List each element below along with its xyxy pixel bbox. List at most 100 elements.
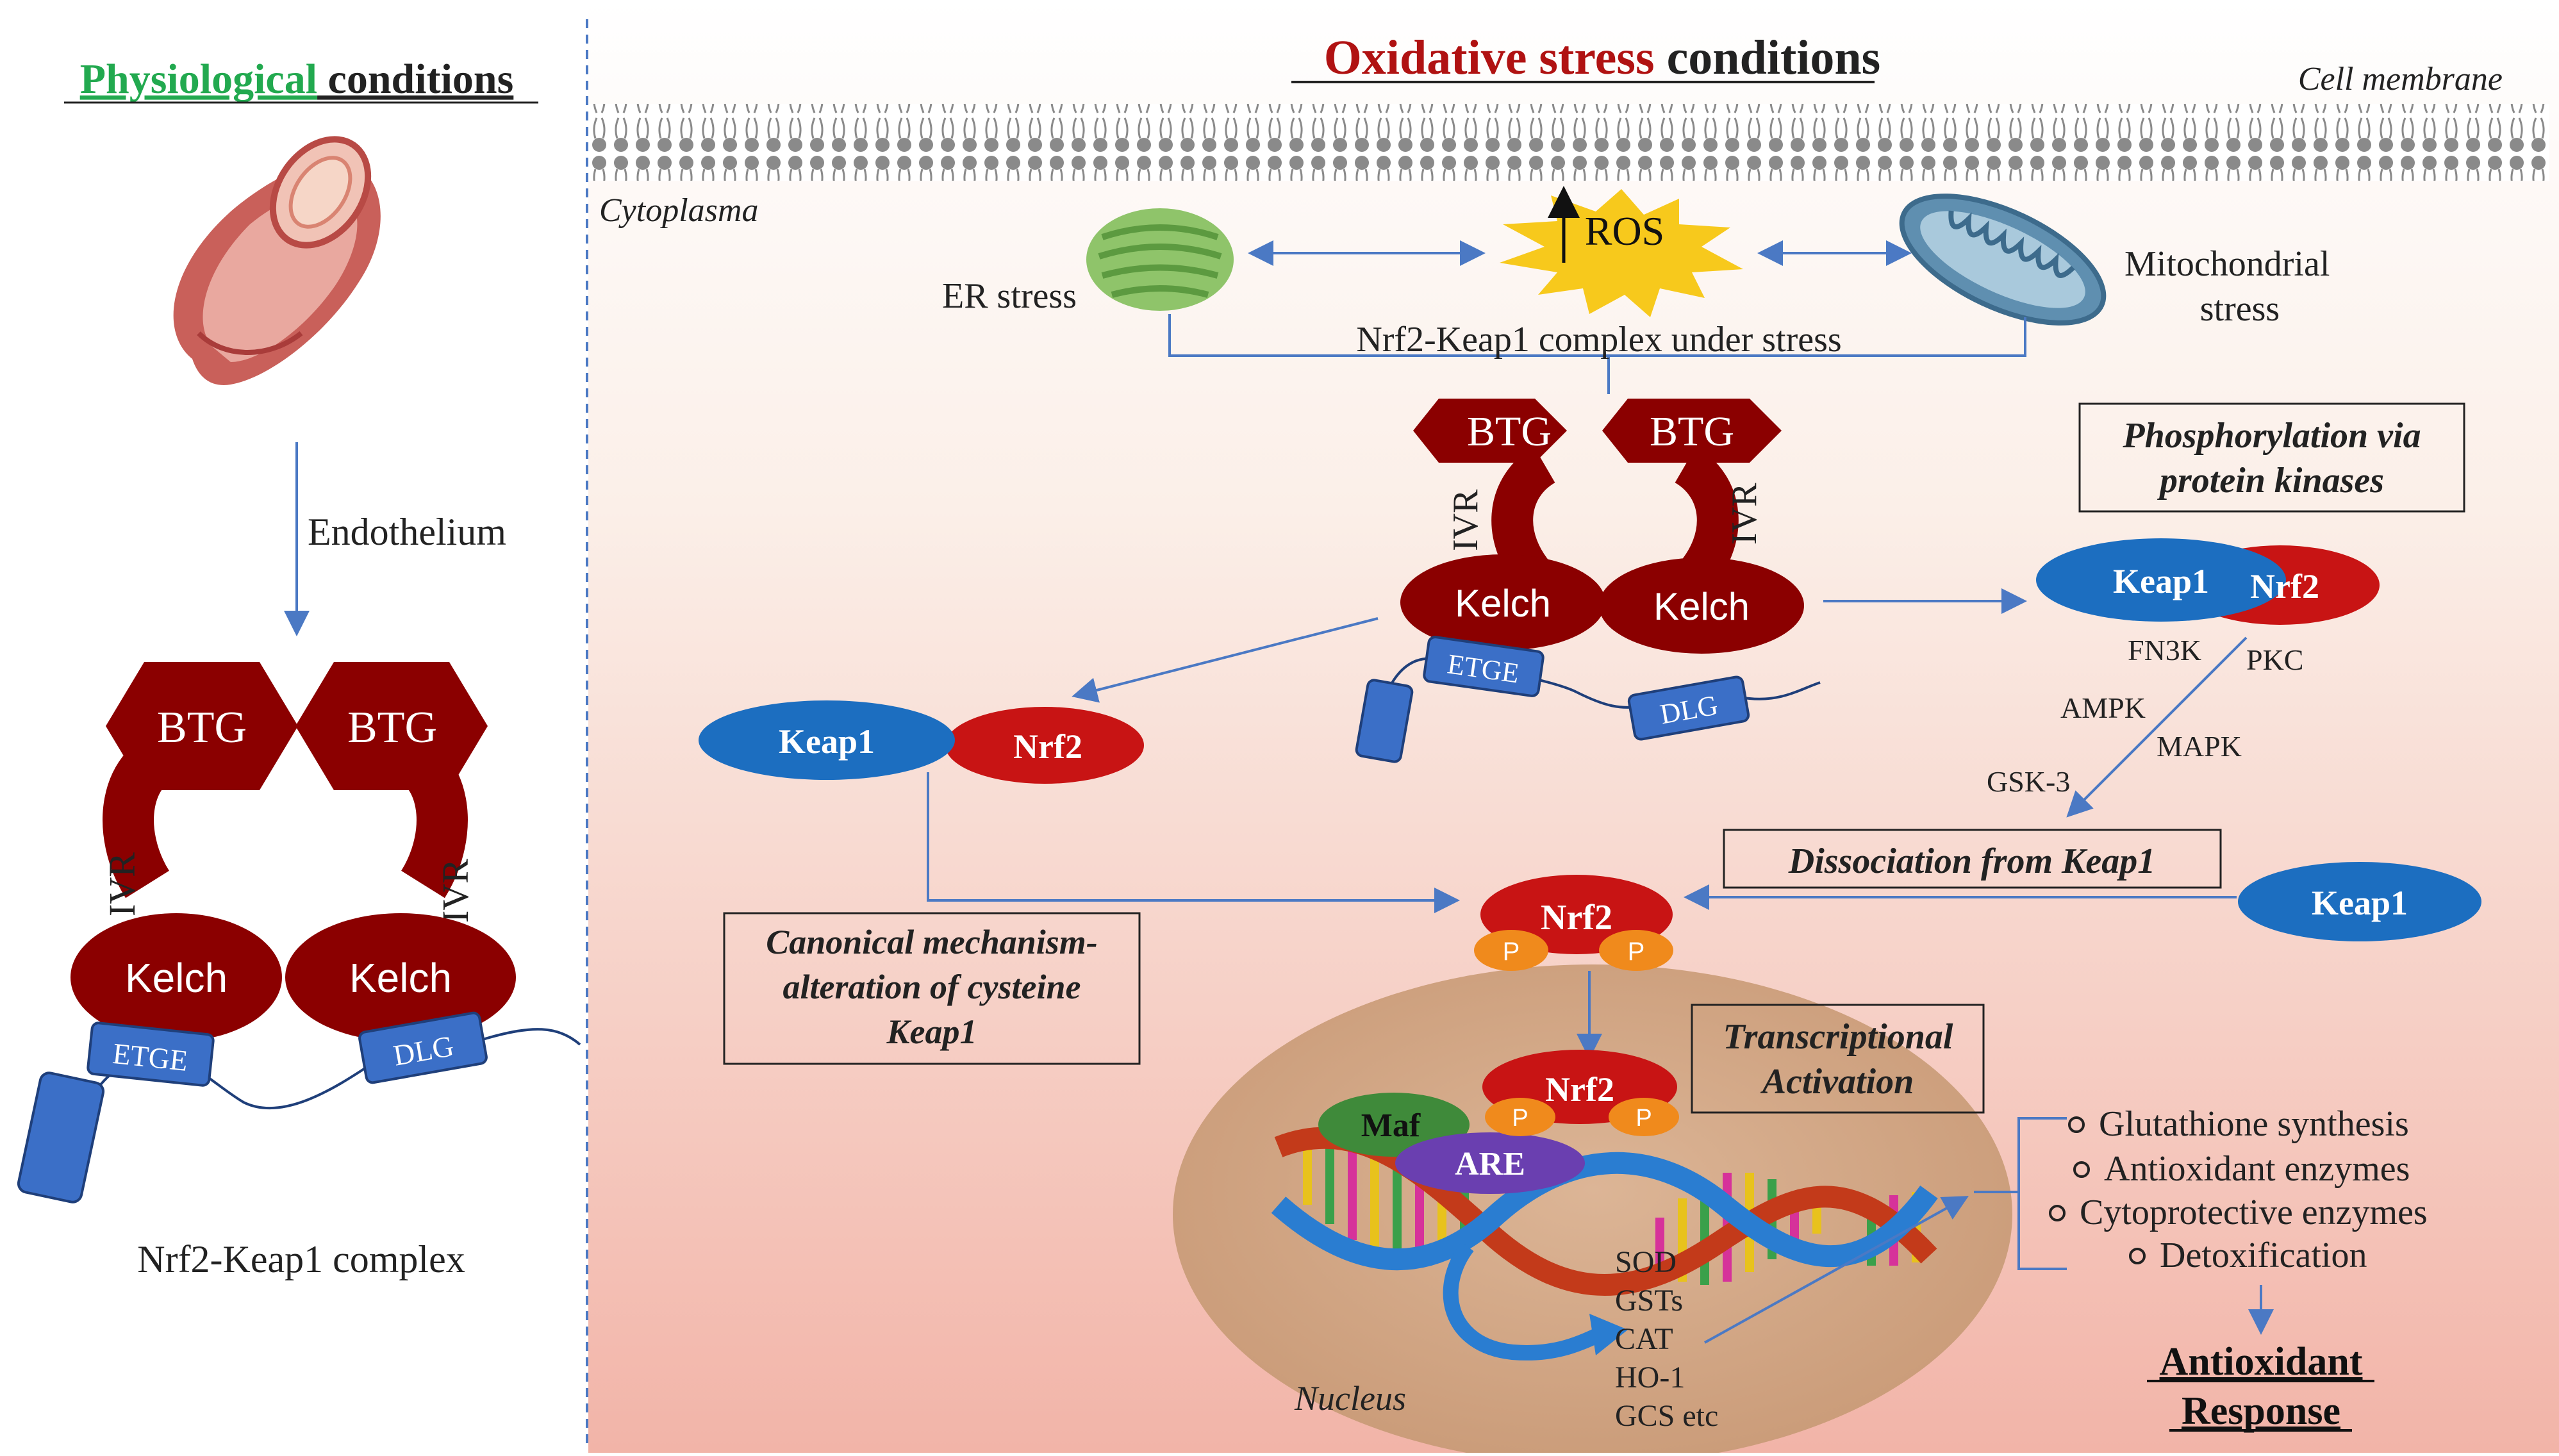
nuclear-nrf2-phospho-left-label: P (1512, 1105, 1528, 1132)
are-label: ARE (1455, 1146, 1525, 1182)
outcomes-list: Glutathione synthesis Antioxidant enzyme… (2049, 1104, 2428, 1275)
free-keap1-oval (2238, 862, 2481, 941)
complex-under-stress-label: Nrf2-Keap1 complex under stress (1356, 320, 1841, 360)
phosphorylation-box-line1: Phosphorylation via (2122, 416, 2421, 456)
to-canonical-arrow (1072, 617, 1379, 703)
cytoplasma-label: Cytoplasma (599, 192, 758, 229)
kinase-arrow (2066, 636, 2248, 818)
er-stress-icon (1086, 208, 1234, 311)
stress-kelch-right-label: Kelch (1653, 585, 1750, 628)
outcome-antioxidant-enzymes: Antioxidant enzymes (2104, 1149, 2410, 1189)
free-nrf2-phospho-right (1599, 930, 1673, 971)
stress-nrf2-domain-block (1355, 679, 1414, 763)
left-etge-box (87, 1022, 215, 1087)
left-btg-right-label: BTG (347, 703, 437, 752)
left-btg-left-hexagon (106, 662, 298, 790)
left-kelch-left (70, 913, 282, 1041)
left-title-colored: Physiological (80, 56, 317, 103)
maf-label: Maf (1361, 1107, 1421, 1144)
outcome-glutathione: Glutathione synthesis (2099, 1104, 2409, 1144)
stress-kelch-left (1400, 554, 1605, 650)
left-nrf2-oval (945, 707, 1144, 784)
mito-stress-label-line2: stress (2200, 289, 2280, 329)
outcome-cytoprotective: Cytoprotective enzymes (2080, 1193, 2428, 1232)
nucleus (1173, 964, 2012, 1456)
stress-btg-right-label: BTG (1650, 408, 1734, 455)
left-kelch-right-label: Kelch (349, 955, 452, 1001)
right-title-colored: Oxidative stress (1324, 31, 1655, 85)
transcription-box-line1: Transcriptional (1723, 1017, 1953, 1057)
gene-gsts: GSTs (1615, 1284, 1683, 1318)
right-title-rest: conditions (1655, 31, 1881, 85)
left-etge-label: ETGE (111, 1037, 189, 1077)
canonical-box-line3: Keap1 (886, 1013, 977, 1051)
canonical-box (723, 912, 1141, 1065)
outcome-bullet (2073, 1161, 2090, 1178)
cell-membrane-bilayer (588, 104, 2549, 181)
gene-sod: SOD (1615, 1245, 1677, 1279)
kinase-gsk3-label: GSK-3 (1987, 765, 2070, 798)
phosphorylation-box (2078, 402, 2465, 513)
free-nrf2-phospho-left (1474, 930, 1548, 971)
left-title: Physiological conditions (80, 56, 514, 103)
gene-cat: CAT (1615, 1322, 1673, 1356)
dissociation-box (1723, 829, 2222, 889)
outcome-bullet (2068, 1116, 2085, 1133)
gene-gcs: GCS etc (1615, 1399, 1718, 1433)
canonical-box-line1: Canonical mechanism- (766, 923, 1098, 961)
right-keap1-label: Keap1 (2113, 562, 2209, 600)
response-line1: Antioxidant (2160, 1340, 2363, 1384)
cell-membrane-label: Cell membrane (2298, 61, 2503, 97)
stress-ivr-right-label: IVR (1725, 483, 1764, 545)
nucleus-label: Nucleus (1294, 1379, 1406, 1418)
mitochondrion-icon (1899, 194, 2107, 326)
gene-ho1: HO-1 (1615, 1361, 1685, 1394)
outcome-detoxification: Detoxification (2160, 1236, 2367, 1275)
left-title-rest: conditions (317, 56, 513, 103)
right-nrf2-label: Nrf2 (2250, 567, 2319, 606)
canonical-box-line2: alteration of cysteine (783, 968, 1081, 1006)
free-keap1-label: Keap1 (2312, 884, 2408, 922)
outcomes-bracket (2017, 1117, 2067, 1270)
kinase-mapk-label: MAPK (2157, 730, 2242, 763)
genes-to-outcomes-arrow (1704, 1196, 1969, 1344)
nuclear-nrf2-label: Nrf2 (1545, 1070, 1614, 1109)
left-dlg-box (358, 1011, 488, 1084)
stress-kelch-left-label: Kelch (1455, 582, 1551, 625)
stress-ivr-left-label: IVR (1446, 489, 1486, 551)
are-oval (1395, 1132, 1585, 1194)
kinase-pkc-label: PKC (2246, 643, 2303, 676)
outcome-bullet (2129, 1248, 2146, 1264)
free-nrf2-label: Nrf2 (1541, 898, 1612, 938)
stress-keap1-complex: BTG BTG IVR IVR Kelch Kelch ETGE DLG (1355, 399, 1821, 763)
phosphorylation-box-line2: protein kinases (2157, 461, 2384, 500)
blood-vessel-icon (173, 136, 381, 385)
ros-label: ROS (1585, 208, 1665, 254)
dissociation-box-label: Dissociation from Keap1 (1788, 841, 2155, 881)
free-nrf2-phospho-right-label: P (1628, 938, 1645, 966)
left-ivr-right-label: IVR (435, 859, 476, 923)
transcription-box-line2: Activation (1760, 1062, 1914, 1102)
er-stress-label: ER stress (942, 276, 1077, 316)
free-nrf2-phospho-left-label: P (1503, 938, 1520, 966)
stress-btg-right-hexagon (1602, 399, 1782, 463)
mito-stress-label-line1: Mitochondrial (2124, 244, 2330, 284)
right-title: Oxidative stress conditions (1324, 31, 1880, 85)
outcome-bullet (2049, 1205, 2066, 1221)
left-btg-right-hexagon (295, 662, 488, 790)
left-keap1-oval (699, 700, 955, 780)
right-keap1-oval (2036, 538, 2286, 622)
response-line2: Response (2182, 1389, 2340, 1433)
transcription-box (1691, 1004, 1985, 1114)
left-ivr-left-label: IVR (101, 852, 143, 916)
gene-expression-arrowhead (1589, 1314, 1628, 1355)
stress-bracket (1168, 314, 2026, 357)
left-complex-caption: Nrf2-Keap1 complex (137, 1238, 465, 1280)
stress-btg-left-label: BTG (1467, 408, 1552, 455)
left-kelch-left-label: Kelch (125, 955, 228, 1001)
kinase-ampk-label: AMPK (2060, 691, 2146, 724)
stress-dlg-box (1627, 675, 1750, 741)
stress-etge-box (1423, 636, 1545, 697)
stress-kelch-right (1599, 558, 1804, 654)
left-kelch-right (285, 913, 516, 1041)
